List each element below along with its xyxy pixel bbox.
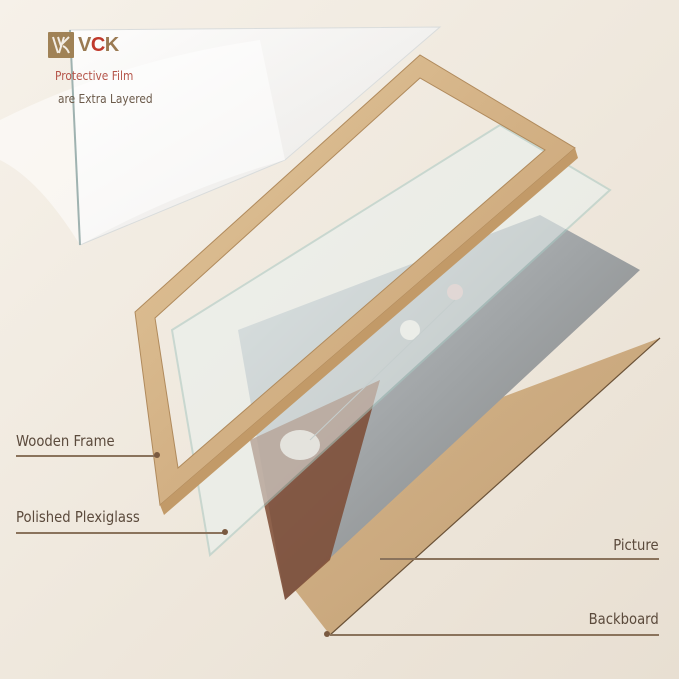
pointer-dot-backboard <box>324 631 330 637</box>
brand-logo: VCK <box>48 32 119 58</box>
film-callout-line1: Protective Film <box>55 68 134 83</box>
leader-line-picture <box>380 558 659 560</box>
label-wooden-frame: Wooden Frame <box>16 432 115 450</box>
protective-film <box>0 26 442 246</box>
vck-monogram-icon <box>48 32 74 58</box>
pointer-dot-wooden-frame <box>154 452 160 458</box>
brand-letter-c: C <box>90 33 105 56</box>
backboard <box>295 337 661 636</box>
brand-name: VCK <box>78 34 119 57</box>
pointer-dot-plexiglass <box>222 529 228 535</box>
label-backboard: Backboard <box>588 610 659 628</box>
leader-line-wooden-frame <box>16 455 158 457</box>
wooden-frame <box>134 54 578 515</box>
leader-line-plexiglass <box>16 532 226 534</box>
label-picture: Picture <box>613 536 659 554</box>
brand-letter-v: V <box>78 33 91 56</box>
leader-line-backboard <box>330 634 659 636</box>
film-callout-line2: are Extra Layered <box>58 91 153 106</box>
brand-letter-k: K <box>104 33 119 56</box>
label-polished-plexiglass: Polished Plexiglass <box>16 508 140 526</box>
